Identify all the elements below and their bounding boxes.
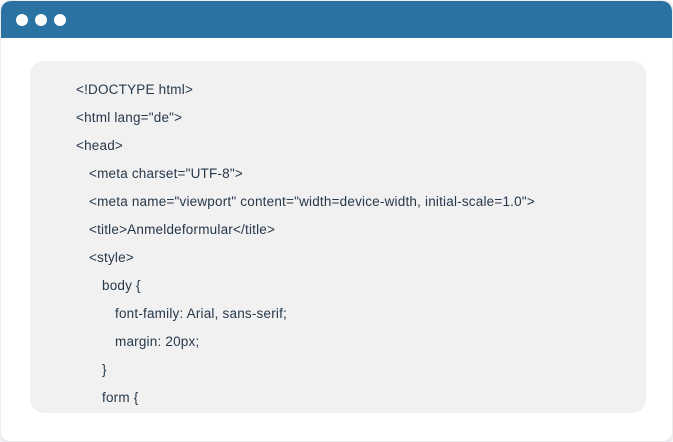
code-panel: <!DOCTYPE html> <html lang="de"> <head> <me… (30, 61, 646, 413)
code-line: <head> (76, 138, 123, 153)
code-line: font-family: Arial, sans-serif; (115, 306, 287, 321)
code-line: body { (102, 278, 141, 293)
window-titlebar (1, 1, 672, 38)
code-line: form { (102, 390, 139, 405)
code-line: <meta charset="UTF-8"> (89, 166, 243, 181)
window-controls (16, 13, 66, 26)
window-control-dot-icon[interactable] (35, 13, 47, 26)
code-line: margin: 20px; (115, 334, 200, 349)
code-line: <title>Anmeldeformular</title> (89, 222, 276, 237)
window-control-dot-icon[interactable] (16, 13, 28, 26)
code-line: } (102, 362, 107, 377)
code-line: <html lang="de"> (76, 110, 183, 125)
window-control-dot-icon[interactable] (54, 13, 66, 26)
code-line: <meta name="viewport" content="width=dev… (89, 194, 535, 209)
code-line: <style> (89, 250, 134, 265)
code-line: <!DOCTYPE html> (76, 82, 194, 97)
